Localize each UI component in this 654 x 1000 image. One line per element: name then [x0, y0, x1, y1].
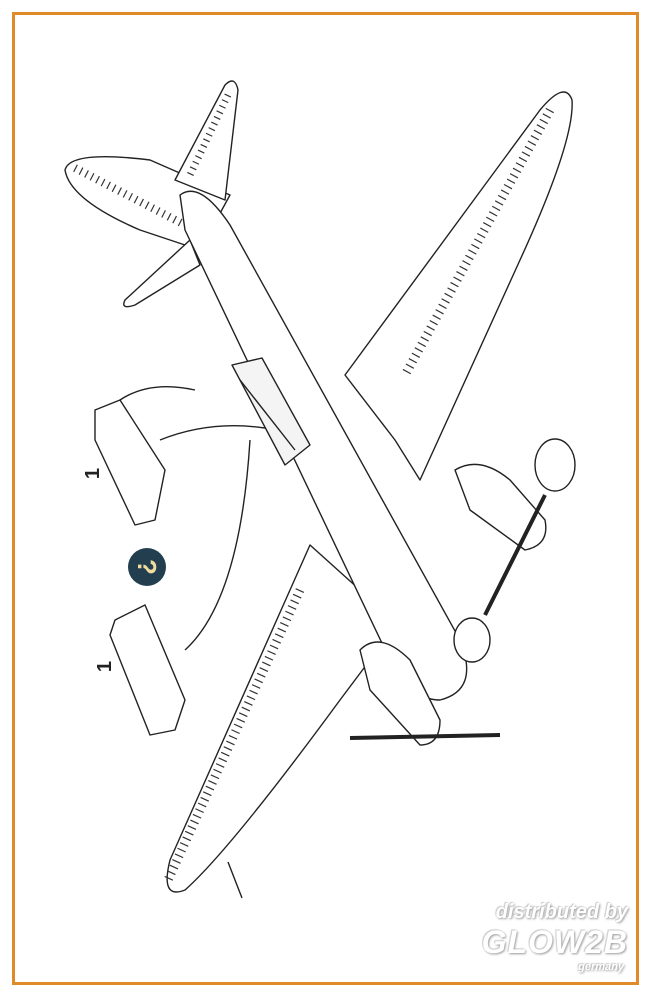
right-propeller: [483, 494, 547, 616]
right-engine-nacelle: [454, 463, 547, 551]
left-wing: [166, 544, 401, 893]
watermark-country: germany: [578, 961, 624, 973]
optional-part-icon: ?: [128, 548, 166, 586]
left-wheel: [453, 617, 491, 663]
assembly-arrow-2: [184, 439, 251, 651]
page-frame: [12, 12, 639, 985]
left-engine-nacelle: [359, 641, 441, 746]
assembly-arrow-1: [159, 425, 266, 441]
right-wheel: [534, 438, 576, 492]
part-number-upper: 1: [82, 467, 105, 480]
pitot-tube: [227, 861, 243, 899]
lower-stabilizer: [123, 239, 201, 308]
watermark: distributed by GLOW2B germany: [482, 900, 628, 974]
canopy-wire: [119, 385, 196, 401]
canopy-part-upper: [94, 399, 166, 526]
watermark-distributed: distributed by: [495, 901, 628, 923]
fin-hatching: [186, 93, 232, 177]
left-propeller: [349, 733, 501, 740]
canopy-part-lower: [109, 604, 186, 736]
right-wing: [344, 91, 573, 481]
cockpit-frame: [239, 379, 296, 451]
part-number-lower: 1: [94, 660, 117, 673]
cockpit-opening: [231, 357, 311, 466]
right-wing-hatching: [401, 107, 554, 378]
watermark-brand: GLOW2B: [481, 924, 628, 960]
